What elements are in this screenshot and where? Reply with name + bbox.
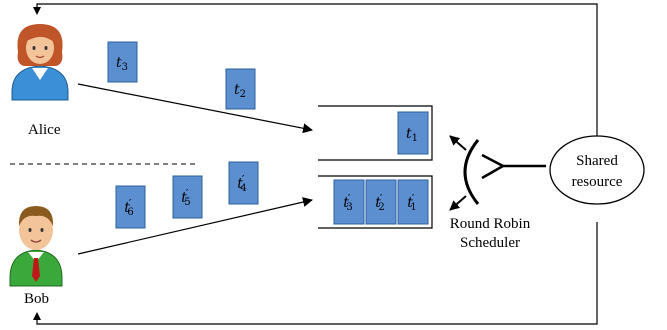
svg-text:t′2: t′2 (375, 192, 385, 213)
alice-waiting-task: t2 (225, 68, 256, 110)
svg-text:t′5: t′5 (181, 187, 191, 208)
bob-waiting-task: t′6 (115, 185, 146, 229)
scheduler-label-line2: Scheduler (460, 235, 520, 251)
alice-to-queue-arrow (77, 83, 313, 134)
resource-label-line1: Shared (576, 153, 618, 169)
svg-text:t′1: t′1 (407, 192, 417, 213)
bob-queue (318, 175, 433, 229)
scheduler-label-line1: Round Robin (450, 216, 531, 232)
scheduler-switch (449, 135, 546, 211)
svg-text:t′6: t′6 (124, 197, 134, 218)
svg-text:t1: t1 (406, 126, 418, 144)
alice-label: Alice (28, 122, 61, 138)
feedback-arrow-to-bob (33, 222, 598, 325)
alice-queued-task: t1 (397, 111, 429, 155)
svg-text:t′4: t′4 (237, 173, 247, 194)
alice-avatar (11, 24, 69, 101)
svg-text:t′3: t′3 (343, 192, 353, 213)
bob-waiting-task: t′4 (228, 161, 259, 205)
bob-to-queue-arrow (77, 197, 313, 255)
bob-queued-task: t′2 (365, 179, 397, 225)
shared-resource (549, 135, 645, 205)
bob-avatar (9, 206, 63, 287)
svg-text:t3: t3 (116, 55, 128, 73)
feedback-arrow-to-alice (33, 3, 598, 140)
bob-queued-task: t′3 (333, 179, 365, 225)
bob-waiting-task: t′5 (172, 175, 203, 219)
alice-waiting-task: t3 (107, 41, 138, 83)
bob-queued-task: t′1 (397, 179, 429, 225)
bob-label: Bob (24, 291, 49, 307)
alice-queue (318, 105, 433, 161)
resource-label-line2: resource (572, 174, 623, 190)
svg-text:t2: t2 (234, 82, 246, 100)
